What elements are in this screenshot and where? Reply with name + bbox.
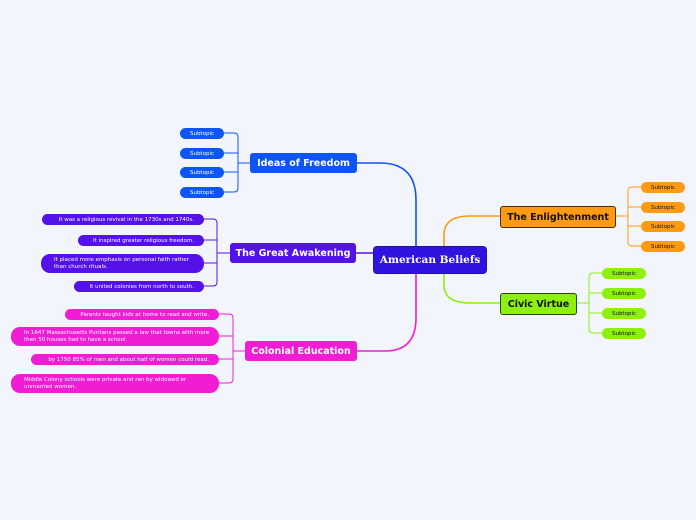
subtopic-label: Subtopic bbox=[611, 310, 637, 317]
subtopic-label: Subtopic bbox=[611, 290, 637, 297]
subtopic-label: It was a religious revival in the 1730s … bbox=[58, 216, 194, 223]
awakening-subtopic-3[interactable]: It placed more emphasis on personal fait… bbox=[41, 254, 204, 273]
connector-freedom bbox=[357, 162, 417, 247]
civic-subtopic-4[interactable]: Subtopic bbox=[602, 328, 646, 339]
topic-colonial-education[interactable]: Colonial Education bbox=[245, 341, 357, 361]
freedom-subtopic-1[interactable]: Subtopic bbox=[180, 128, 224, 139]
topic-label: Civic Virtue bbox=[507, 298, 570, 310]
freedom-subtopic-3[interactable]: Subtopic bbox=[180, 167, 224, 178]
freedom-subtopic-4[interactable]: Subtopic bbox=[180, 187, 224, 198]
subtopic-label: Subtopic bbox=[189, 150, 215, 157]
topic-label: Ideas of Freedom bbox=[257, 157, 350, 169]
subtopic-label: Subtopic bbox=[611, 270, 637, 277]
education-subtopic-connectors bbox=[219, 313, 245, 384]
connector-enlightenment bbox=[443, 215, 500, 247]
civic-subtopic-3[interactable]: Subtopic bbox=[602, 308, 646, 319]
enlightenment-subtopic-1[interactable]: Subtopic bbox=[641, 182, 685, 193]
subtopic-label: It inspired greater religious freedom. bbox=[93, 237, 194, 244]
central-topic[interactable]: American Beliefs bbox=[374, 247, 486, 273]
enlightenment-subtopic-3[interactable]: Subtopic bbox=[641, 221, 685, 232]
enlightenment-subtopic-connectors bbox=[616, 186, 641, 247]
subtopic-label: by 1750 85% of men and about half of wom… bbox=[48, 356, 209, 363]
subtopic-label: Subtopic bbox=[650, 223, 676, 230]
education-subtopic-4[interactable]: Middle Colony schools were private and r… bbox=[11, 374, 219, 393]
topic-great-awakening[interactable]: The Great Awakening bbox=[230, 243, 356, 263]
subtopic-label: Subtopic bbox=[189, 130, 215, 137]
enlightenment-subtopic-4[interactable]: Subtopic bbox=[641, 241, 685, 252]
civic-subtopic-2[interactable]: Subtopic bbox=[602, 288, 646, 299]
subtopic-label: Parents taught kids at home to read and … bbox=[80, 311, 209, 318]
subtopic-label: In 1647 Massachusetts Puritans passed a … bbox=[24, 329, 210, 343]
subtopic-label: Subtopic bbox=[611, 330, 637, 337]
awakening-subtopic-connectors bbox=[204, 218, 230, 287]
awakening-subtopic-4[interactable]: It united colonies from north to south. bbox=[74, 281, 204, 292]
freedom-subtopic-2[interactable]: Subtopic bbox=[180, 148, 224, 159]
subtopic-label: Middle Colony schools were private and r… bbox=[24, 376, 187, 390]
topic-label: The Enlightenment bbox=[507, 211, 609, 223]
civic-subtopic-1[interactable]: Subtopic bbox=[602, 268, 646, 279]
education-subtopic-2[interactable]: In 1647 Massachusetts Puritans passed a … bbox=[11, 327, 219, 346]
awakening-subtopic-1[interactable]: It was a religious revival in the 1730s … bbox=[42, 214, 204, 225]
subtopic-label: Subtopic bbox=[650, 204, 676, 211]
subtopic-label: Subtopic bbox=[650, 184, 676, 191]
topic-label: Colonial Education bbox=[251, 345, 351, 357]
topic-ideas-of-freedom[interactable]: Ideas of Freedom bbox=[250, 153, 357, 173]
subtopic-label: Subtopic bbox=[650, 243, 676, 250]
topic-the-enlightenment[interactable]: The Enlightenment bbox=[500, 206, 616, 228]
central-topic-label: American Beliefs bbox=[379, 254, 481, 266]
subtopic-label: Subtopic bbox=[189, 189, 215, 196]
topic-civic-virtue[interactable]: Civic Virtue bbox=[500, 293, 577, 315]
education-subtopic-3[interactable]: by 1750 85% of men and about half of wom… bbox=[31, 354, 219, 365]
awakening-subtopic-2[interactable]: It inspired greater religious freedom. bbox=[78, 235, 204, 246]
connector-civic bbox=[443, 273, 500, 304]
topic-label: The Great Awakening bbox=[235, 247, 351, 259]
education-subtopic-1[interactable]: Parents taught kids at home to read and … bbox=[65, 309, 219, 320]
subtopic-label: Subtopic bbox=[189, 169, 215, 176]
subtopic-label: It united colonies from north to south. bbox=[89, 283, 194, 290]
freedom-subtopic-connectors bbox=[224, 132, 250, 193]
subtopic-label: It placed more emphasis on personal fait… bbox=[54, 256, 189, 270]
connector-education bbox=[357, 273, 417, 352]
enlightenment-subtopic-2[interactable]: Subtopic bbox=[641, 202, 685, 213]
civic-subtopic-connectors bbox=[577, 272, 602, 334]
